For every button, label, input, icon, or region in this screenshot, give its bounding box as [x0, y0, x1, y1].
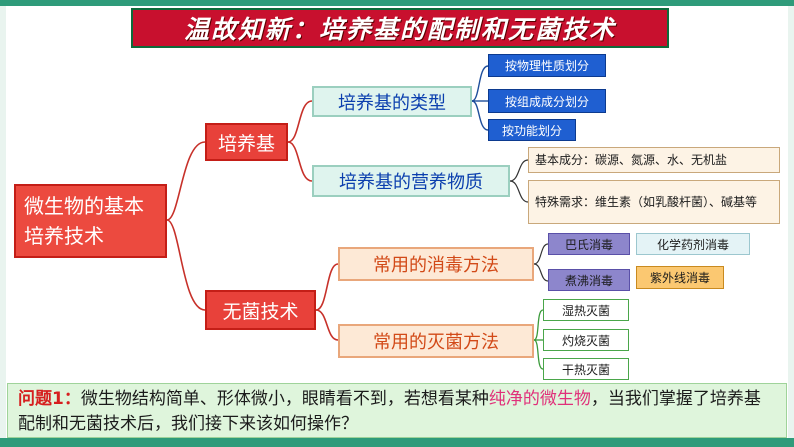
connector-nutrients-leaf-2 [509, 180, 529, 203]
connector-root-medium [166, 141, 206, 221]
connector-disinfection-leaf-1 [533, 243, 549, 265]
types-leaf-function-label: 按功能划分 [501, 123, 562, 138]
disinfection-label: 常用的消毒方法 [373, 255, 499, 276]
nutrients-leaf-special-label: 特殊需求：维生素（如乳酸杆菌）、碱基等 [535, 195, 758, 209]
medium-label: 培养基 [217, 132, 275, 155]
page-title: 温故知新：培养基的配制和无菌技术 [183, 15, 616, 44]
connector-medium-types [287, 100, 313, 143]
connector-types-leaf-1 [471, 65, 489, 102]
types-leaf-function: 按功能划分 [488, 119, 576, 141]
medium-types-label: 培养基的类型 [338, 92, 446, 114]
connector-sterilization-leaf-3 [533, 339, 544, 370]
sterilization-leaf-dry: 干热灭菌 [543, 358, 629, 380]
disinfection-node: 常用的消毒方法 [338, 247, 534, 281]
title-banner: 温故知新：培养基的配制和无菌技术 [131, 8, 669, 48]
disinfection-leaf-uv: 紫外线消毒 [636, 266, 724, 289]
disinfection-leaf-uv-label: 紫外线消毒 [649, 271, 710, 285]
disinfection-leaf-chemical-label: 化学药剂消毒 [656, 237, 729, 252]
types-leaf-physical-label: 按物理性质划分 [504, 59, 589, 73]
sterilization-leaf-dry-label: 干热灭菌 [561, 362, 610, 377]
sterilization-leaf-burning-label: 灼烧灭菌 [561, 333, 610, 348]
medium-node: 培养基 [205, 123, 288, 161]
root-label: 微生物的基本培养技术 [24, 194, 144, 248]
aseptic-node: 无菌技术 [205, 290, 316, 330]
question-highlight: 纯净的微生物 [488, 389, 591, 409]
nutrients-leaf-basic: 基本成分：碳源、氮源、水、无机盐 [528, 147, 780, 173]
disinfection-leaf-boiling: 煮沸消毒 [548, 269, 630, 291]
medium-nutrients-node: 培养基的营养物质 [312, 165, 510, 197]
bottom-bar [0, 438, 794, 447]
question-box: 问题1：微生物结构简单、形体微小，眼睛看不到，若想看某种纯净的微生物，当我们掌握… [7, 383, 787, 438]
sterilization-label: 常用的灭菌方法 [373, 332, 499, 353]
disinfection-leaf-pasteur: 巴氏消毒 [548, 233, 630, 255]
right-edge [788, 6, 794, 438]
connector-sterilization-leaf-1 [533, 309, 544, 341]
disinfection-leaf-pasteur-label: 巴氏消毒 [564, 237, 613, 252]
question-label: 问题1： [18, 389, 81, 409]
connector-aseptic-sterilization [315, 309, 339, 341]
question-text-before: 微生物结构简单、形体微小，眼睛看不到，若想看某种 [80, 389, 489, 409]
left-edge [0, 6, 6, 438]
disinfection-leaf-boiling-label: 煮沸消毒 [564, 273, 613, 288]
aseptic-label: 无菌技术 [222, 300, 299, 323]
connector-disinfection-leaf-2 [533, 263, 549, 282]
top-stripe [0, 0, 794, 6]
connector-nutrients-leaf-1 [509, 159, 529, 182]
root-node: 微生物的基本培养技术 [14, 184, 167, 258]
connector-aseptic-disinfection [315, 263, 339, 311]
medium-types-node: 培养基的类型 [312, 86, 472, 117]
types-leaf-composition-label: 按组成成分划分 [504, 94, 589, 109]
connector-types-leaf-3 [471, 100, 489, 131]
sterilization-node: 常用的灭菌方法 [338, 324, 534, 358]
nutrients-leaf-special: 特殊需求：维生素（如乳酸杆菌）、碱基等 [528, 180, 780, 224]
sterilization-leaf-moist: 湿热灭菌 [543, 299, 629, 321]
sterilization-leaf-moist-label: 湿热灭菌 [561, 303, 610, 318]
medium-nutrients-label: 培养基的营养物质 [339, 172, 483, 193]
types-leaf-physical: 按物理性质划分 [488, 54, 606, 77]
question-text-after: ，当我们掌握了培养基配制和无菌技术后，我们接下来该如何操作？ [18, 389, 761, 434]
sterilization-leaf-burning: 灼烧灭菌 [543, 329, 629, 351]
types-leaf-composition: 按组成成分划分 [488, 89, 606, 113]
connector-medium-nutrients [287, 141, 313, 182]
connector-root-aseptic [166, 219, 206, 311]
nutrients-leaf-basic-label: 基本成分：碳源、氮源、水、无机盐 [535, 153, 728, 167]
disinfection-leaf-chemical: 化学药剂消毒 [636, 233, 750, 255]
